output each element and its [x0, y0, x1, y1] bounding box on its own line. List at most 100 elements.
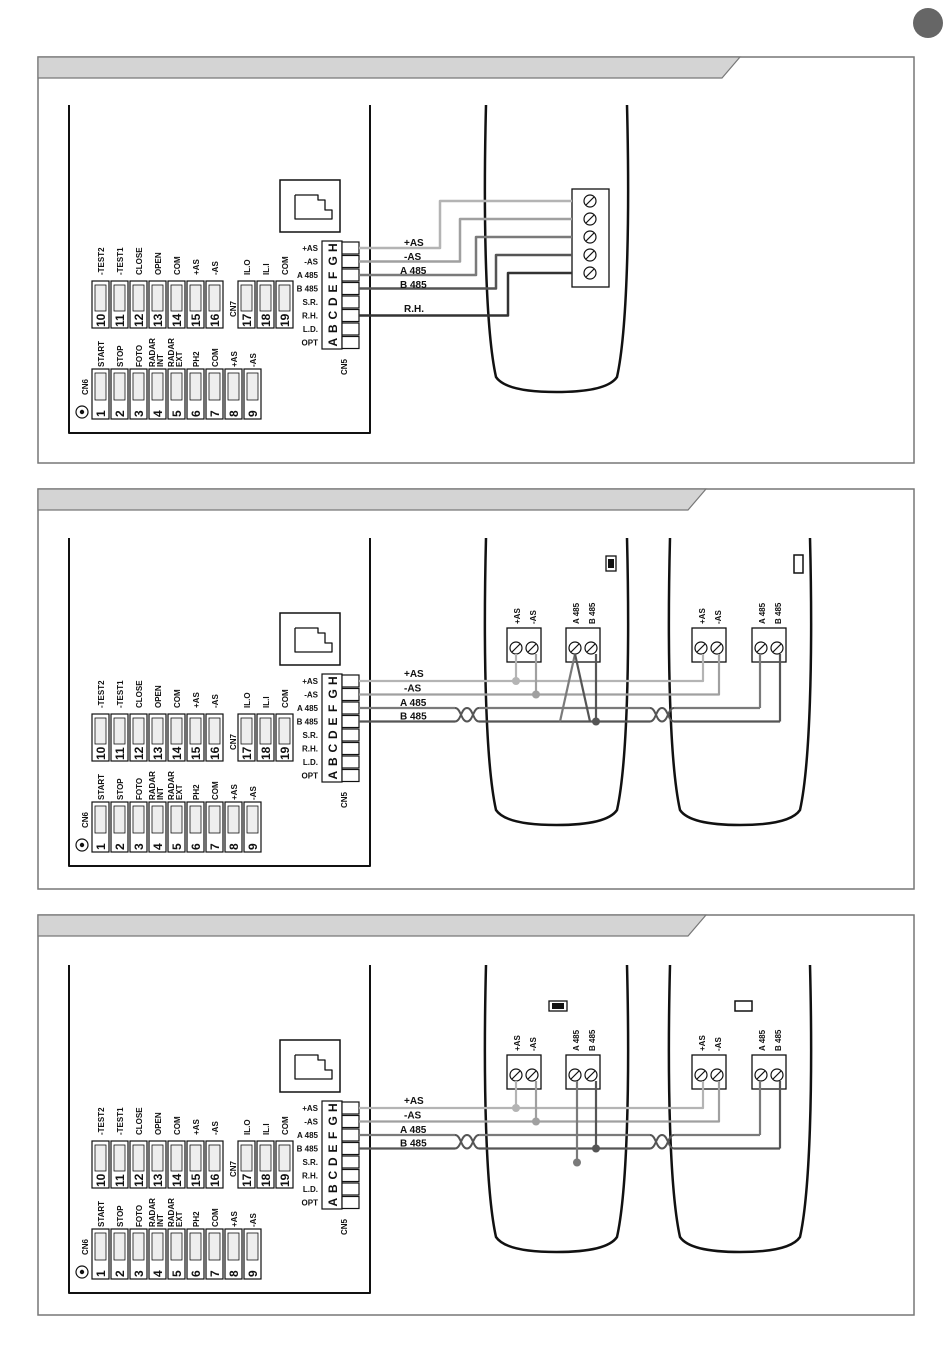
terminal-label: +AS [192, 259, 201, 275]
terminal-number: 13 [151, 1173, 165, 1187]
wire-as-plus [359, 199, 572, 250]
terminal-label: CLOSE [135, 247, 144, 275]
terminal-label: -AS [211, 694, 220, 708]
twisted-pair [454, 706, 480, 723]
cn5-pin-label: B 485 [297, 1145, 319, 1154]
cn5-pin [341, 674, 360, 688]
mount-hole [79, 1269, 85, 1275]
terminal-label: B 485 [774, 1029, 783, 1051]
cn5-pin [341, 1128, 360, 1142]
cn6-label: CN6 [81, 378, 90, 395]
panel-header-band [37, 56, 742, 79]
wire-label: -AS [404, 1111, 422, 1122]
screw-slot [696, 643, 706, 653]
jumper-closed [608, 559, 614, 568]
junction-dot [592, 1144, 600, 1153]
terminal-screw [132, 717, 145, 745]
terminal-number: 6 [189, 843, 203, 850]
junction-dot [512, 1104, 520, 1112]
screw-slot [712, 1070, 722, 1080]
terminal-label: COM [173, 256, 182, 275]
terminal-number: 17 [240, 1173, 254, 1187]
cn5-pin-label: +AS [302, 677, 318, 686]
terminal-screw [189, 1144, 202, 1172]
terminal-label: COM [211, 781, 220, 800]
terminal-screw [208, 805, 221, 834]
cn7-label: CN7 [229, 1160, 238, 1177]
terminal-number: 7 [208, 410, 222, 417]
terminal-screw [132, 1232, 145, 1261]
terminal-label: RADAR [167, 1198, 176, 1227]
terminal-number: 5 [170, 410, 184, 417]
cn7-label: CN7 [229, 300, 238, 317]
terminal-screw [227, 805, 240, 834]
terminal-label: -AS [211, 261, 220, 275]
terminal-label: INT [156, 1214, 165, 1227]
terminal-screw [94, 372, 107, 401]
wire-a485 [359, 235, 572, 277]
twisted-pair [649, 1133, 675, 1150]
terminal-number: 9 [246, 1270, 260, 1277]
cn5-pin [341, 701, 360, 715]
screw-slot [511, 643, 521, 653]
junction-dot [512, 677, 520, 685]
rj45-port-icon [294, 194, 333, 220]
cn5-pin [341, 322, 360, 336]
terminal-number: 4 [151, 410, 165, 417]
device-terminal-block: +AS-AS [691, 608, 727, 663]
terminal-number: 6 [189, 410, 203, 417]
terminal-screw [240, 284, 253, 312]
terminal-label: PH2 [192, 784, 201, 800]
terminal-label: COM [173, 1116, 182, 1135]
door-outline [483, 964, 630, 1254]
jumper-open [793, 554, 804, 574]
terminal-number: 11 [113, 1174, 127, 1187]
wire-b485-drop [573, 653, 592, 722]
cn5-pin-label: L.D. [303, 325, 318, 334]
wire-a485-drop [558, 653, 577, 722]
wire-label: B 485 [400, 1139, 427, 1150]
terminal-label: -AS [529, 1037, 538, 1051]
twisted-pair [454, 1134, 480, 1150]
control-board: 10-TEST211-TEST112CLOSE13OPEN14COM15+AS1… [68, 538, 371, 867]
terminal-number: 15 [189, 313, 203, 327]
terminal-label: IL.O [243, 259, 252, 275]
cn5-pin [341, 241, 360, 255]
screw-slot [756, 643, 766, 653]
cn5-pin-label: OPT [302, 339, 319, 348]
door-outline [483, 537, 630, 827]
terminal-label: CLOSE [135, 1107, 144, 1135]
terminal-screw [113, 805, 126, 834]
terminal-number: 18 [259, 313, 273, 327]
terminal-number: 2 [113, 410, 127, 417]
panel-1: 10-TEST211-TEST112CLOSE13OPEN14COM15+AS1… [37, 56, 915, 464]
screw-slot [696, 1070, 706, 1080]
terminal-number: 8 [227, 410, 241, 417]
cn5-pin [341, 687, 360, 702]
cn5-letter: F [326, 272, 340, 279]
wire-as-minus [359, 217, 572, 263]
device-terminal-block: +AS-AS [691, 1035, 727, 1090]
terminal-label: COM [281, 689, 290, 708]
terminal-number: 5 [170, 1270, 184, 1277]
terminal-label: CLOSE [135, 680, 144, 708]
wire-label: -AS [404, 252, 422, 263]
terminal-label: EXT [175, 1211, 184, 1227]
screw-slot [585, 250, 595, 260]
terminal-number: 17 [240, 746, 254, 760]
cn5-pin [341, 1114, 360, 1129]
terminal-screw [246, 805, 259, 834]
terminal-label: +AS [698, 1035, 707, 1051]
terminal-number: 19 [278, 746, 292, 760]
wire-label: A 485 [400, 266, 427, 277]
terminal-screw [94, 284, 107, 312]
wire-label: +AS [404, 669, 424, 680]
terminal-label: +AS [230, 784, 239, 800]
terminal-number: 1 [94, 1270, 108, 1277]
screw-slot [586, 1070, 596, 1080]
terminal-label: COM [281, 256, 290, 275]
cn5-letter: A [326, 1198, 340, 1207]
rj45-socket [279, 1039, 341, 1093]
terminal-label: -TEST2 [97, 1107, 106, 1135]
